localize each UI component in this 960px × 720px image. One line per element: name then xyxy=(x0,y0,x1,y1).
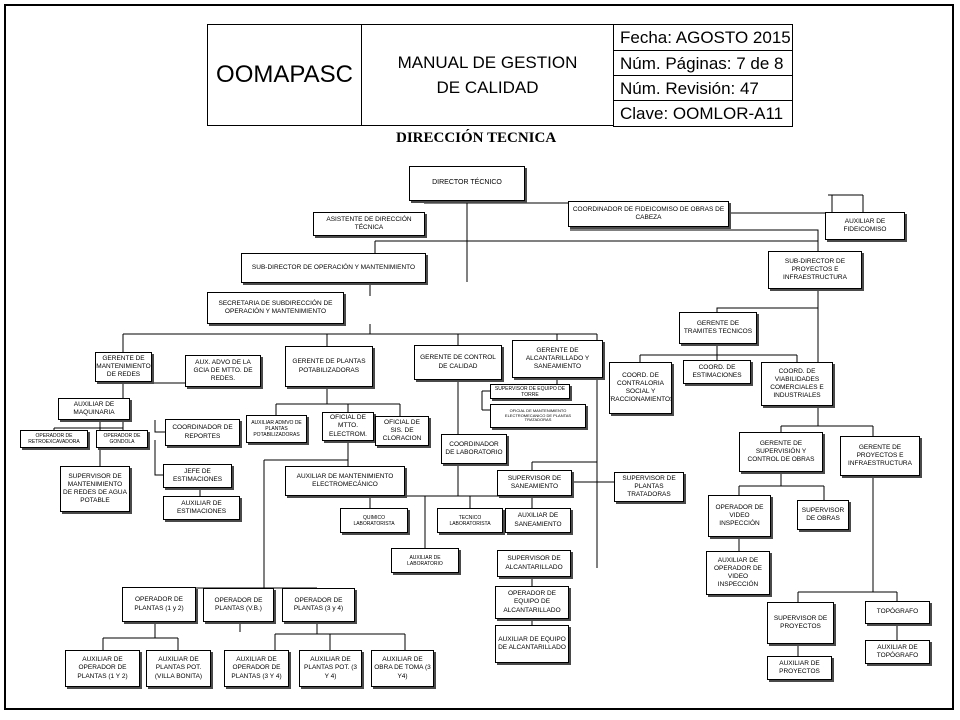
org-node-director-tecnico: DIRECTOR TÉCNICO xyxy=(409,166,525,201)
org-node-operador-retroexcavadora: OPERADOR DE RETROEXCAVADORA xyxy=(20,430,88,448)
org-node-supervisor-alcantarillado: SUPERVISOR DE ALCANTARILLADO xyxy=(497,550,571,577)
manual-title-line2: DE CALIDAD xyxy=(436,78,539,97)
org-node-coordinador-fideicomiso: COORDINADOR DE FIDEICOMISO DE OBRAS DE C… xyxy=(568,201,729,227)
logo-text: OOMAPASC xyxy=(216,61,353,88)
org-node-operador-gondola: OPERADOR DE GONDOLA xyxy=(96,430,148,448)
org-node-supervisor-plantas-tratadoras: SUPERVISOR DE PLANTAS TRATADORAS xyxy=(614,472,684,502)
manual-title-line1: MANUAL DE GESTION xyxy=(397,52,578,72)
org-node-auxiliar-operador-plantas-3y4: AUXILIAR DE OPERADOR DE PLANTAS (3 Y 4) xyxy=(224,650,289,687)
org-node-coordinador-reportes: COORDINADOR DE REPORTES xyxy=(165,419,240,446)
org-node-auxiliar-obra-toma: AUXILIAR DE OBRA DE TOMA (3 Y4) xyxy=(371,650,434,687)
org-node-operador-equipo-alcantarillado: OPERADOR DE EQUIPO DE ALCANTARILLADO xyxy=(495,586,569,619)
org-node-subdirector-proyectos: SUB-DIRECTOR DE PROYECTOS E INFRAESTRUCT… xyxy=(768,251,862,289)
org-node-auxiliar-operador-plantas-1y2: AUXILIAR DE OPERADOR DE PLANTAS (1 Y 2) xyxy=(65,650,140,687)
org-node-quimico-laboratorista: QUIMICO LABORATORISTA xyxy=(340,508,408,533)
org-node-auxiliar-laboratorio: AUXILIAR DE LABORATORIO xyxy=(391,548,459,573)
org-node-auxiliar-equipo-alcantarillado: AUXILIAR DE EQUIPO DE ALCANTARILLADO xyxy=(495,625,569,663)
org-node-gerente-tramites: GERENTE DE TRAMITES TECNICOS xyxy=(679,312,757,344)
org-node-gerente-alcantarillado: GERENTE DE ALCANTARILLADO Y SANEAMIENTO xyxy=(512,340,603,378)
org-node-oficial-mantenimiento-plantas: OFICIAL DE MANTENIMIENTO ELECTROMECANICO… xyxy=(490,404,586,428)
header-manual-cell: MANUAL DE GESTION DE CALIDAD xyxy=(361,24,614,126)
org-node-auxiliar-plantas-villa-bonita: AUXILIAR DE PLANTAS POT. (VILLA BONITA) xyxy=(146,650,211,687)
connector xyxy=(154,420,165,433)
org-node-auxiliar-mantenimiento-electro: AUXILIAR DE MANTENIMIENTO ELECTROMECÁNIC… xyxy=(285,466,405,496)
org-node-oficial-sis-cloracion: OFICIAL DE SIS. DE CLORACION xyxy=(375,416,429,446)
org-node-operador-plantas-vb: OPERADOR DE PLANTAS (V.B.) xyxy=(203,588,274,622)
org-node-coord-estimaciones: COORD. DE ESTIMACIONES xyxy=(683,360,751,384)
org-node-supervisor-obras: SUPERVISOR DE OBRAS xyxy=(797,500,849,530)
org-node-gerente-plantas-potabilizadoras: GERENTE DE PLANTAS POTABILIZADORAS xyxy=(285,346,373,387)
org-node-auxiliar-operador-video: AUXILIAR DE OPERADOR DE VIDEO INSPECCIÓN xyxy=(706,551,770,595)
org-node-supervisor-saneamiento: SUPERVISOR DE SANEAMIENTO xyxy=(497,470,572,496)
org-node-tecnico-laboratorista: TECNICO LABORATORISTA xyxy=(437,508,503,533)
org-node-auxiliar-topografo: AUXILIAR DE TOPÓGRAFO xyxy=(865,640,930,664)
org-node-jefe-estimaciones: JEFE DE ESTIMACIONES xyxy=(163,464,232,488)
org-node-coord-contraloria: COORD. DE CONTRALORIA SOCIAL Y FRACCIONA… xyxy=(609,362,672,414)
org-node-subdirector-operacion: SUB-DIRECTOR DE OPERACIÓN Y MANTENIMIENT… xyxy=(241,253,426,283)
connector xyxy=(729,194,833,214)
org-node-auxiliar-saneamiento: AUXILIAR DE SANEAMIENTO xyxy=(505,508,571,533)
org-node-auxiliar-fideicomiso: AUXILIAR DE FIDEICOMISO xyxy=(825,212,905,240)
org-node-auxiliar-advo-plantas: AUXILIAR ADMVO DE PLANTAS POTABILIZADORA… xyxy=(246,415,307,443)
meta-clave: Clave: OOMLOR-A11 xyxy=(613,100,793,127)
connector xyxy=(154,440,163,476)
org-node-auxiliar-estimaciones: AUXILIAR DE ESTIMACIONES xyxy=(163,496,240,520)
org-node-operador-plantas-3y4: OPERADOR DE PLANTAS (3 y 4) xyxy=(282,588,355,622)
org-node-oficial-mtto-electrom: OFICIAL DE MTTO. ELECTROM. xyxy=(322,412,374,441)
org-node-operador-video: OPERADOR DE VIDEO INSPECCIÓN xyxy=(708,495,771,537)
org-node-gerente-mantenimiento-redes: GERENTE DE MANTENIMIENTO DE REDES xyxy=(95,352,152,382)
org-node-secretaria-subdireccion: SECRETARIA DE SUBDIRECCIÓN DE OPERACIÓN … xyxy=(207,292,344,324)
org-node-topografo: TOPÓGRAFO xyxy=(865,601,930,624)
org-node-auxiliar-plantas-pot-3y4: AUXILIAR DE PLANTAS POT. (3 Y 4) xyxy=(299,650,362,687)
org-node-auxiliar-proyectos: AUXILIAR DE PROYECTOS xyxy=(767,656,832,680)
org-node-gerente-control-calidad: GERENTE DE CONTROL DE CALIDAD xyxy=(414,345,502,380)
org-node-auxiliar-maquinaria: AUXILIAR DE MAQUINARIA xyxy=(58,398,130,420)
org-node-supervisor-proyectos: SUPERVISOR DE PROYECTOS xyxy=(767,602,834,644)
connector xyxy=(570,229,819,251)
meta-fecha: Fecha: AGOSTO 2015 xyxy=(613,24,793,51)
org-node-supervisor-mantenimiento-redes: SUPERVISOR DE MANTENIMIENTO DE REDES DE … xyxy=(60,466,130,512)
org-node-coordinador-laboratorio: COORDINADOR DE LABORATORIO xyxy=(441,434,507,464)
org-node-aux-advo-gcia: AUX. ADVO DE LA GCIA DE MTTO. DE REDES. xyxy=(185,355,261,387)
page-subtitle: DIRECCIÓN TECNICA xyxy=(396,130,557,146)
org-node-operador-plantas-1y2: OPERADOR DE PLANTAS (1 y 2) xyxy=(122,587,196,622)
org-node-asistente-direccion: ASISTENTE DE DIRECCIÓN TÉCNICA xyxy=(313,212,425,236)
org-node-coord-viabilidades: COORD. DE VIABILIDADES COMERCIALES E IND… xyxy=(761,362,833,406)
page-frame xyxy=(4,4,954,710)
connector xyxy=(716,307,818,312)
header-logo-cell: OOMAPASC xyxy=(207,24,362,126)
org-node-supervisor-equipo-torre: SUPERVISOR DE EQUIPO DE TORRE xyxy=(490,384,570,399)
org-node-gerente-proyectos-infra: GERENTE DE PROYECTOS E INFRAESTRUCTURA xyxy=(840,436,920,476)
org-node-gerente-supervision: GERENTE DE SUPERVISIÓN Y CONTROL DE OBRA… xyxy=(739,432,823,472)
